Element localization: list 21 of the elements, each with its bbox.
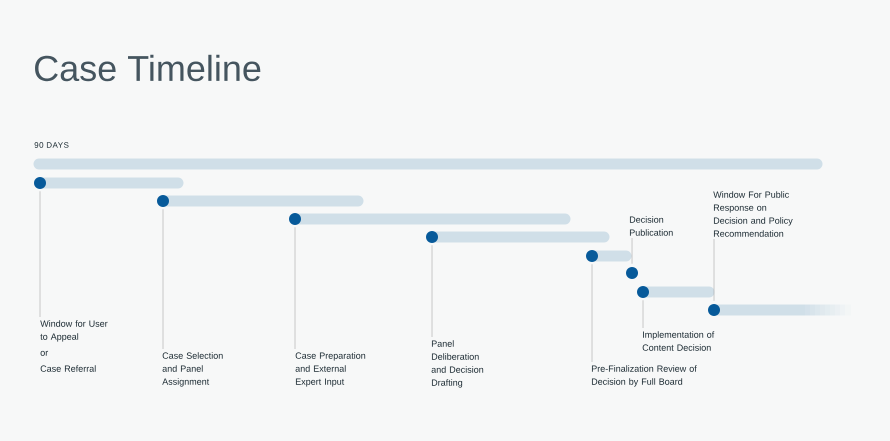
milestone-dot xyxy=(586,250,598,262)
milestone-dot xyxy=(34,177,46,189)
leader-line xyxy=(162,208,164,350)
title: Case Timeline xyxy=(35,54,260,82)
milestone-dot xyxy=(708,304,720,316)
leader-line xyxy=(294,226,296,350)
phase-label: Window For Public Response on Decision and Policy Recommendation xyxy=(713,191,793,237)
phase-label: Case Selection and Panel Assignment xyxy=(162,352,223,387)
milestone-dot xyxy=(626,267,638,279)
phase-label: Implementation of Content Decision xyxy=(642,331,714,351)
phase-label: Panel Deliberation and Decision Drafting xyxy=(432,340,484,388)
phase-label: Window for User to Appeal or Case Referral xyxy=(40,320,108,372)
phase-label: Case Preparation and External Expert Input xyxy=(296,352,366,387)
phase-label: Decision Publication xyxy=(630,216,673,236)
leader-line xyxy=(642,300,644,328)
milestone-dot xyxy=(426,231,438,243)
duration-label: 90 DAYS xyxy=(34,142,69,148)
phase-label: Pre-Finalization Review of Decision by Full Board xyxy=(592,365,697,387)
milestone-dot xyxy=(637,286,649,298)
milestone-dot xyxy=(157,195,169,207)
milestone-dot xyxy=(289,213,301,225)
